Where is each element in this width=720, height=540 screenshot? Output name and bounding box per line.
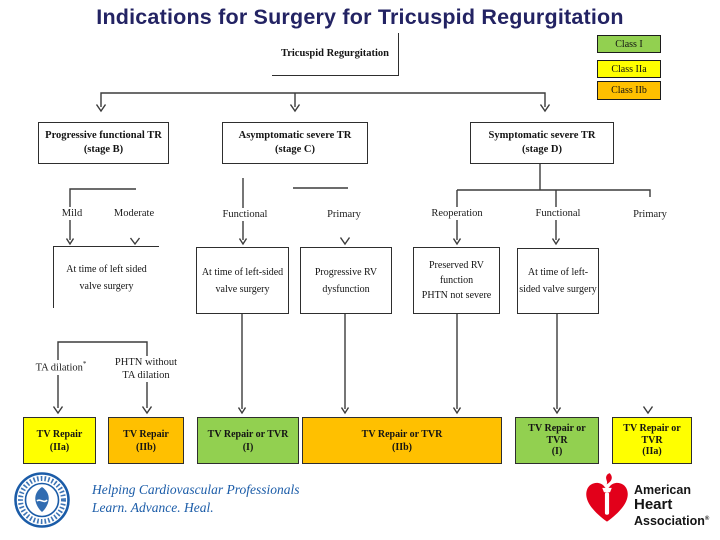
node-stage-c: Asymptomatic severe TR (stage C) (222, 122, 368, 164)
criteria-d-line2: function (439, 275, 474, 286)
legend-class-iib-label: Class IIb (611, 85, 647, 96)
aha-line2: Heart (634, 496, 673, 513)
phtn-line1: PHTN without (114, 357, 178, 368)
arrowhead-o3 (237, 407, 247, 415)
stage-d-line2: (stage D) (522, 144, 562, 155)
branch-functional-d: Functional (533, 207, 583, 221)
arrowhead-moderate (129, 237, 141, 246)
outcome-o5-line2: TVR (546, 434, 568, 446)
ta-dilation-footnote-mark: * (82, 360, 87, 368)
outcome-o3-line1: TV Repair or TVR (207, 428, 289, 440)
arrowhead-o5 (552, 407, 562, 415)
branch-moderate: Moderate (111, 207, 157, 221)
stage-b-line1: Progressive functional TR (45, 129, 162, 141)
legend-class-i-label: Class I (615, 38, 643, 50)
branch-ta-dilation: TA dilation* (33, 360, 89, 375)
aha-heart-torch-logo (586, 473, 628, 522)
node-criteria-left-sided-surgery-b: At time of left sided valve surgery (53, 246, 159, 308)
arrowhead-stage-c (289, 104, 301, 113)
outcome-o5-line3: (I) (551, 446, 563, 458)
branch-reoperation: Reoperation (429, 207, 485, 221)
arrowhead-functional-d (551, 238, 561, 246)
criteria-a-line2: valve surgery (79, 280, 134, 292)
aha-line1: American (634, 483, 691, 497)
criteria-b-line2: valve surgery (215, 283, 270, 295)
criteria-a-line1: At time of left sided (66, 263, 147, 275)
branch-mild: Mild (59, 207, 85, 221)
arrowhead-stage-d (539, 104, 551, 113)
outcome-o6-line3: (IIa) (642, 446, 662, 458)
outcome-tv-repair-or-tvr-iib: TV Repair or TVR (IIb) (302, 417, 502, 464)
criteria-e-line2: sided valve surgery (519, 284, 597, 295)
arrowhead-primary-c (339, 237, 351, 246)
connector-root-split (100, 92, 546, 107)
page-title: Indications for Surgery for Tricuspid Re… (96, 5, 624, 29)
acc-tagline-line2: Learn. Advance. Heal. (92, 500, 214, 516)
stage-c-line1: Asymptomatic severe TR (238, 129, 352, 141)
acc-seal-logo (14, 472, 70, 528)
legend-class-iib: Class IIb (597, 81, 661, 100)
connector-staged-bracket (456, 163, 651, 240)
node-stage-b: Progressive functional TR (stage B) (38, 122, 169, 164)
outcome-o1-line2: (IIa) (49, 441, 70, 453)
aha-wordmark: American Heart Association® (634, 483, 709, 528)
phtn-line2: TA dilation (122, 370, 170, 382)
criteria-b-line1: At time of left-sided (201, 266, 284, 278)
outcome-o1-line1: TV Repair (36, 428, 83, 440)
branch-primary-c: Primary (325, 208, 363, 222)
stage-b-line2: (stage B) (83, 144, 124, 155)
acc-tagline: Helping Cardiovascular Professionals Lea… (92, 481, 300, 517)
criteria-c-line2: dysfunction (322, 283, 370, 295)
branch-phtn-without-ta-dilation: PHTN without TA dilation (112, 356, 180, 383)
outcome-o2-line1: TV Repair (123, 428, 169, 440)
node-criteria-progressive-rv-dysfunction: Progressive RV dysfunction (300, 247, 392, 314)
node-criteria-preserved-rv-function: Preserved RV function PHTN not severe (413, 247, 500, 314)
node-stage-d: Symptomatic severe TR (stage D) (470, 122, 614, 164)
outcome-o5-line1: TV Repair or (528, 423, 586, 435)
node-root-label: Tricuspid Regurgitation (280, 47, 390, 59)
aha-line3: Association® (634, 514, 709, 528)
stage-d-line1: Symptomatic severe TR (488, 129, 596, 141)
arrowhead-ta-dilation (52, 406, 64, 415)
aha-association: Association (634, 513, 705, 528)
arrowhead-mild (65, 238, 75, 246)
outcome-tv-repair-or-tvr-i-left: TV Repair or TVR (I) (197, 417, 299, 464)
outcome-o4-line1: TV Repair or TVR (361, 428, 443, 440)
criteria-d-line3: PHTN not severe (421, 290, 492, 301)
arrowhead-stage-b (95, 104, 107, 113)
legend-class-iia: Class IIa (597, 60, 661, 78)
outcome-o3-line2: (I) (242, 441, 254, 453)
outcome-o4-line2: (IIb) (391, 441, 412, 453)
arrowhead-o4-right (452, 407, 462, 415)
arrowhead-o4-left (340, 407, 350, 415)
acc-tagline-line1: Helping Cardiovascular Professionals (92, 482, 300, 497)
arrowhead-primary-d (642, 406, 654, 415)
branch-primary-d: Primary (631, 208, 669, 222)
node-tricuspid-regurgitation: Tricuspid Regurgitation (272, 33, 399, 76)
branch-functional-c: Functional (220, 208, 270, 222)
legend-class-i: Class I (597, 35, 661, 53)
node-criteria-left-sided-surgery-d: At time of left- sided valve surgery (517, 248, 599, 314)
ta-dilation-text: TA dilation (35, 362, 83, 374)
criteria-d-line1: Preserved RV (428, 260, 485, 271)
criteria-e-line1: At time of left- (527, 267, 589, 278)
outcome-tv-repair-iib: TV Repair (IIb) (108, 417, 184, 464)
outcome-tv-repair-or-tvr-iia: TV Repair or TVR (IIa) (612, 417, 692, 464)
outcome-tv-repair-iia: TV Repair (IIa) (23, 417, 96, 464)
stage-c-line2: (stage C) (275, 144, 315, 155)
legend-class-iia-label: Class IIa (611, 63, 647, 75)
criteria-c-line1: Progressive RV (314, 266, 378, 278)
node-criteria-left-sided-surgery-c: At time of left-sided valve surgery (196, 247, 289, 314)
connector-stageb-bracket (69, 188, 136, 240)
outcome-o6-line1: TV Repair or (623, 423, 681, 435)
aha-registered-mark: ® (704, 515, 710, 522)
outcome-o2-line2: (IIb) (135, 441, 156, 453)
arrowhead-phtn (141, 406, 153, 415)
outcome-o6-line2: TVR (641, 434, 663, 446)
outcome-tv-repair-or-tvr-i-right: TV Repair or TVR (I) (515, 417, 599, 464)
arrowhead-functional-c (238, 238, 248, 246)
arrowhead-reoperation (452, 238, 462, 246)
